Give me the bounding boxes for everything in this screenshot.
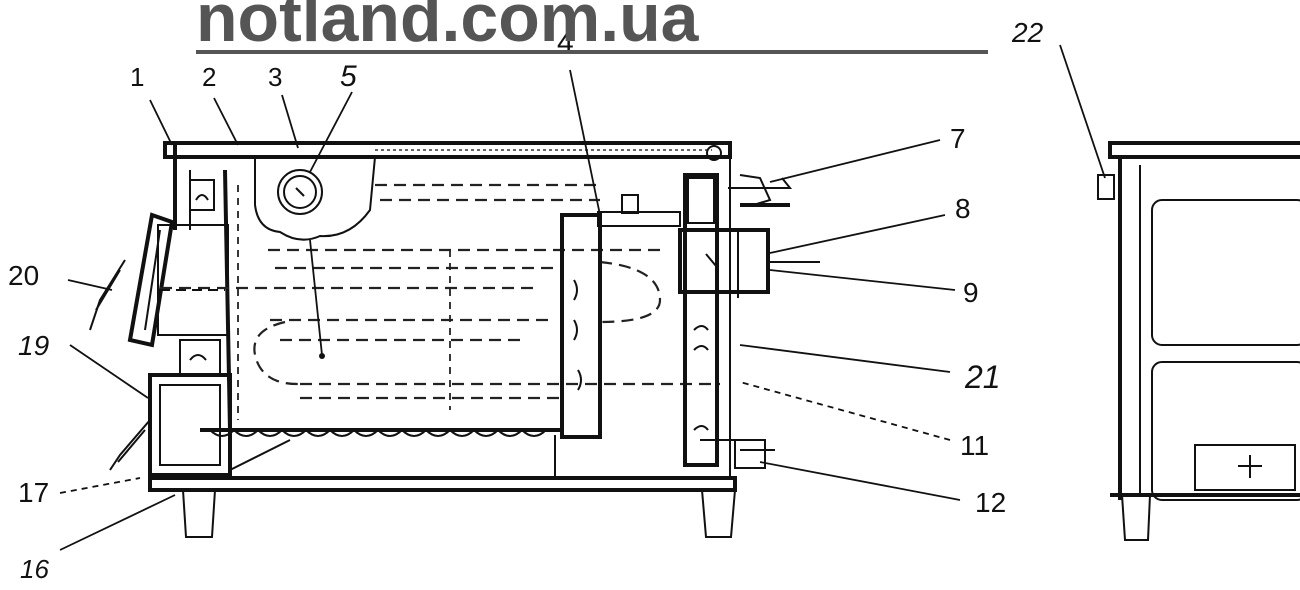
callout-8: 8 xyxy=(955,193,971,224)
callout-1: 1 xyxy=(130,62,144,92)
callout-17: 17 xyxy=(18,477,49,508)
side-handle-22 xyxy=(1097,174,1115,200)
callout-7: 7 xyxy=(950,123,966,154)
water-tank xyxy=(254,156,377,241)
stove-side-view xyxy=(1097,141,1300,541)
side-upper-door xyxy=(1151,199,1300,346)
callout-12: 12 xyxy=(975,487,1006,518)
flue-outlet xyxy=(678,228,770,294)
leader-lines xyxy=(59,44,1106,551)
vertical-baffle xyxy=(560,213,602,439)
stove-section-view xyxy=(89,141,820,538)
callout-19: 19 xyxy=(18,330,49,361)
side-ash-drawer xyxy=(1194,444,1296,491)
left-leg xyxy=(181,489,217,538)
callout-22: 22 xyxy=(1011,17,1044,48)
side-lower-door xyxy=(1151,361,1300,501)
watermark-text: notland.com.ua xyxy=(196,0,699,56)
tank-opening xyxy=(277,169,323,215)
right-leg xyxy=(700,489,737,538)
watermark-underline xyxy=(196,50,988,54)
top-plate xyxy=(163,141,732,159)
base-plate xyxy=(148,476,737,492)
lower-door xyxy=(148,373,232,477)
callout-21: 21 xyxy=(964,359,1001,395)
callout-5: 5 xyxy=(340,60,357,93)
callout-2: 2 xyxy=(202,62,216,92)
callout-11: 11 xyxy=(960,430,989,461)
callout-3: 3 xyxy=(268,62,282,92)
callout-labels: 1 2 3 5 4 7 8 9 21 11 12 22 20 19 17 16 xyxy=(8,17,1044,584)
callout-20: 20 xyxy=(8,260,39,291)
upper-door xyxy=(127,212,175,348)
callout-9: 9 xyxy=(963,277,979,308)
callout-16: 16 xyxy=(20,554,49,584)
